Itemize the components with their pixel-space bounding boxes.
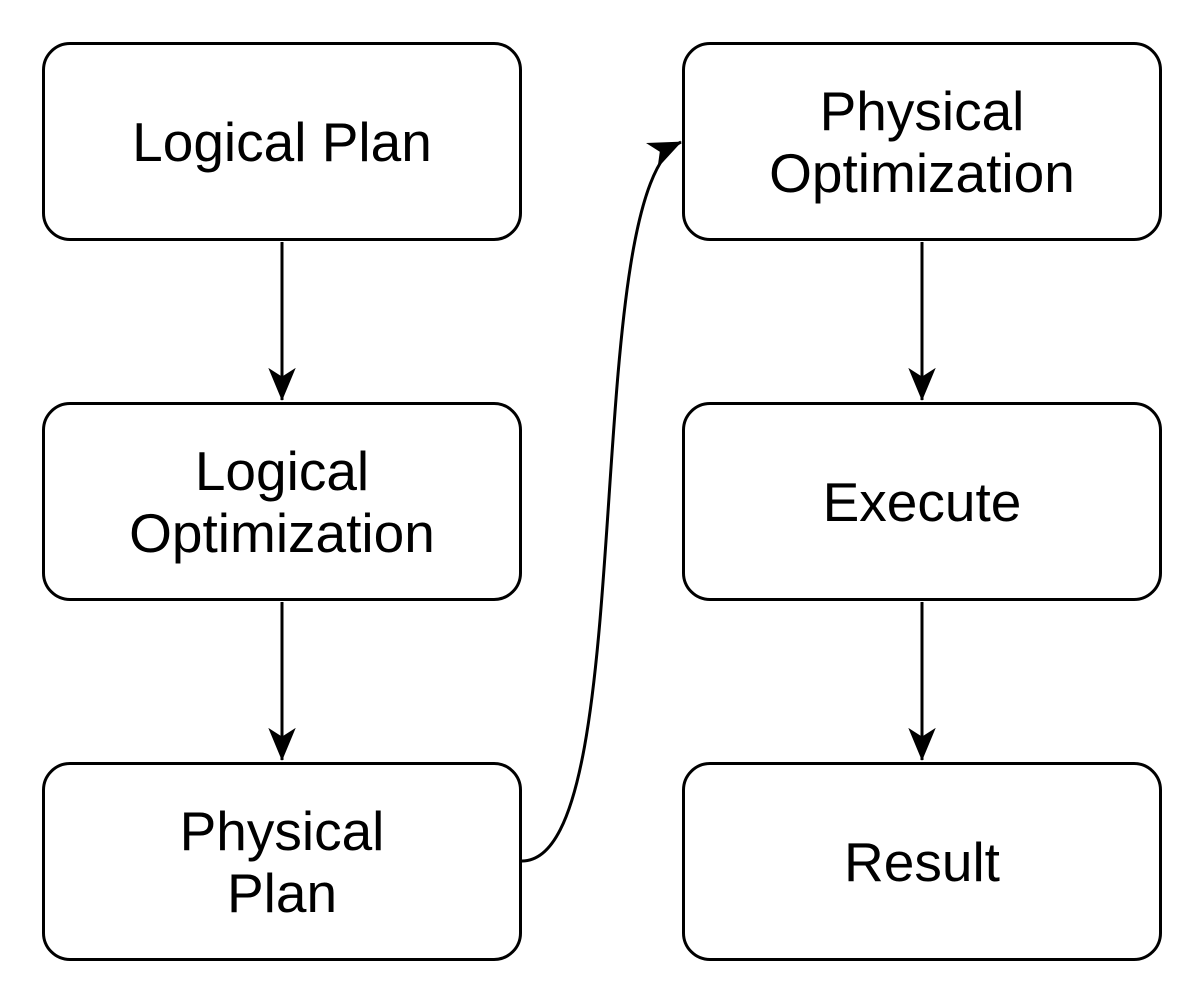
node-physical-optimization: Physical Optimization — [682, 42, 1162, 241]
edge-physical-plan-to-physical-optimization — [521, 140, 682, 863]
node-logical-optimization: Logical Optimization — [42, 402, 522, 601]
node-execute: Execute — [682, 402, 1162, 601]
node-logical-plan: Logical Plan — [42, 42, 522, 241]
node-result: Result — [682, 762, 1162, 961]
node-physical-plan: Physical Plan — [42, 762, 522, 961]
